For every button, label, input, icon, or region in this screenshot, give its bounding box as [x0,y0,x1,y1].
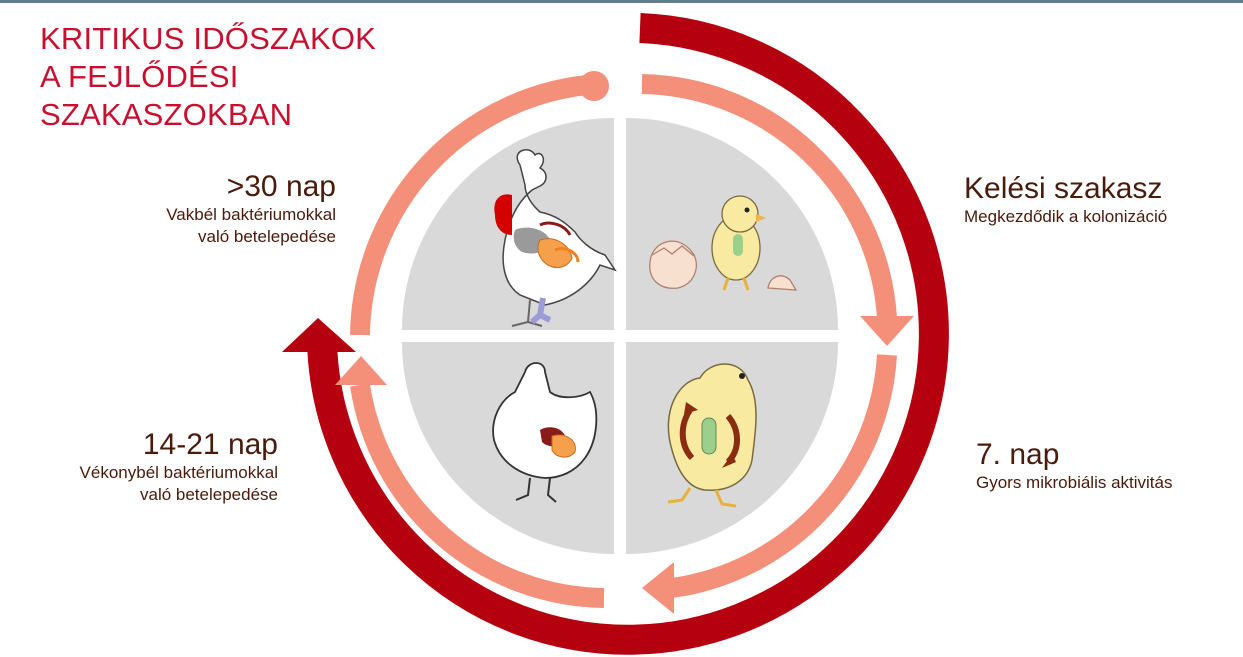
stage-day-7-desc: Gyors mikrobiális aktivitás [976,472,1173,494]
stage-day-14-21-desc-2: való betelepedése [80,484,278,506]
stage-hatching-desc: Megkezdődik a kolonizáció [964,206,1167,228]
quadrant-disc [402,118,838,554]
inner-arrow-left [335,356,387,385]
inner-arc-start-dot [579,71,609,101]
inner-arrow-right [860,316,914,346]
stage-day-30-plus: >30 nap Vakbél baktériumokkal való betel… [166,170,336,248]
stage-hatching-heading: Kelési szakasz [964,172,1167,206]
stage-day-30-desc-1: Vakbél baktériumokkal [166,204,336,226]
stage-day-14-21-heading: 14-21 nap [80,428,278,462]
stage-day-30-heading: >30 nap [166,170,336,204]
stage-day-14-21-desc-1: Vékonybél baktériumokkal [80,462,278,484]
stage-day-7-heading: 7. nap [976,438,1173,472]
stage-hatching: Kelési szakasz Megkezdődik a kolonizáció [964,172,1167,228]
stage-day-30-desc-2: való betelepedése [166,226,336,248]
stage-day-14-21: 14-21 nap Vékonybél baktériumokkal való … [80,428,278,506]
stage-day-7: 7. nap Gyors mikrobiális aktivitás [976,438,1173,494]
inner-arrow-bottom [642,562,674,614]
